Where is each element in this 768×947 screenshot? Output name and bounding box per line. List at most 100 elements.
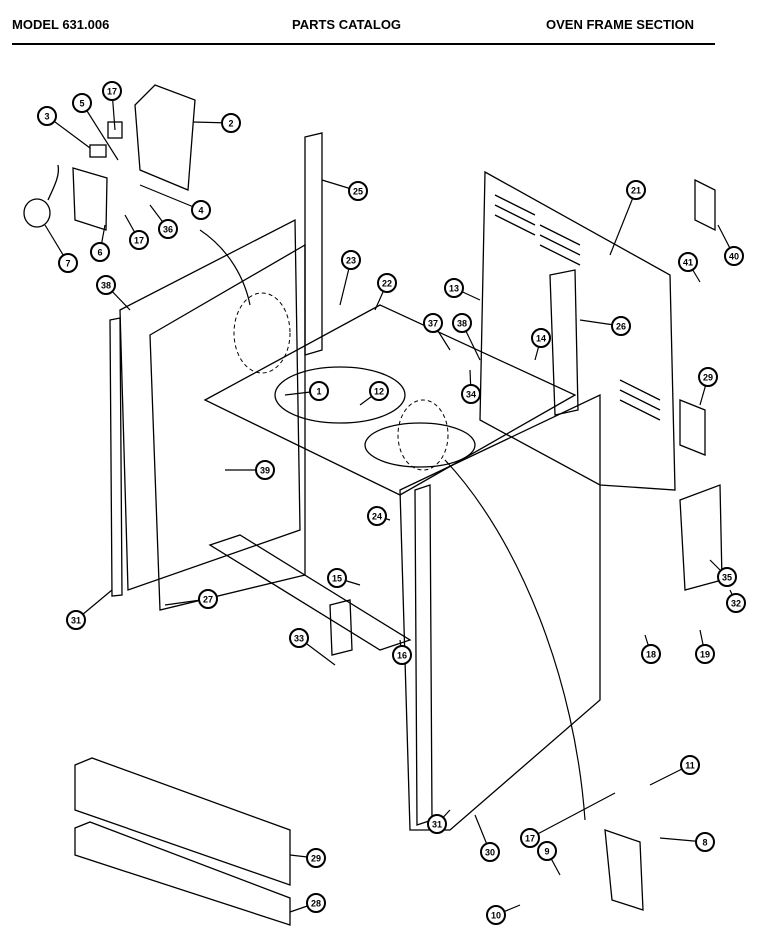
callout-number: 21 [631, 186, 641, 196]
callout-38: 38 [452, 313, 481, 361]
callout-number: 35 [722, 573, 732, 583]
callout-25: 25 [321, 179, 368, 201]
callout-circle [58, 253, 78, 273]
callout-13: 13 [444, 278, 481, 301]
bracket-8 [604, 829, 644, 911]
callout-26: 26 [579, 316, 631, 336]
catalog-title: PARTS CATALOG [292, 17, 402, 32]
callout-number: 29 [703, 373, 713, 383]
callout-circle [717, 567, 737, 587]
callout-4: 4 [139, 184, 211, 220]
callout-37: 37 [423, 313, 451, 351]
side-post-right [549, 269, 579, 416]
model-number: MODEL 631.006 [12, 17, 110, 32]
callout-circle [90, 242, 110, 262]
callout-23: 23 [339, 250, 361, 306]
callout-circle [680, 755, 700, 775]
callout-circle [309, 381, 329, 401]
callout-number: 38 [457, 319, 467, 329]
callout-number: 12 [374, 387, 384, 397]
callout-31: 31 [427, 809, 451, 834]
callout-32: 32 [726, 589, 746, 613]
access-plate [679, 399, 706, 456]
callout-circle [37, 106, 57, 126]
callout-34: 34 [461, 369, 481, 404]
callout-number: 10 [491, 911, 501, 921]
leader-line [81, 102, 119, 161]
callout-1: 1 [284, 381, 329, 401]
small-cover [694, 178, 716, 232]
callout-17: 17 [124, 214, 149, 250]
callout-number: 13 [449, 284, 459, 294]
callout-circle [520, 828, 540, 848]
callout-39: 39 [225, 460, 275, 480]
callout-circle [66, 610, 86, 630]
header-rule [12, 43, 715, 45]
callout-circle [486, 905, 506, 925]
right-cover [679, 484, 723, 591]
callout-number: 3 [44, 112, 49, 122]
callout-number: 16 [397, 651, 407, 661]
callout-number: 22 [382, 279, 392, 289]
callout-16: 16 [392, 639, 412, 665]
callout-circle [198, 589, 218, 609]
callout-5: 5 [72, 93, 119, 161]
callout-circle [724, 246, 744, 266]
callout-number: 17 [525, 834, 535, 844]
callout-41: 41 [678, 252, 701, 283]
callout-21: 21 [609, 180, 646, 256]
callout-number: 29 [311, 854, 321, 864]
motor [23, 198, 51, 228]
callout-circle [531, 328, 551, 348]
callout-number: 38 [101, 281, 111, 291]
callout-7: 7 [44, 224, 78, 273]
callout-circle [341, 250, 361, 270]
front-post [304, 132, 323, 356]
callout-40: 40 [717, 224, 744, 266]
callout-circle [158, 219, 178, 239]
callout-number: 2 [228, 119, 233, 129]
callout-number: 39 [260, 466, 270, 476]
callout-19: 19 [695, 629, 715, 664]
callout-number: 5 [79, 99, 84, 109]
callout-circle [221, 113, 241, 133]
callout-17: 17 [520, 792, 616, 848]
callout-circle [641, 644, 661, 664]
parts-drawing [23, 84, 723, 926]
callout-9: 9 [537, 841, 561, 876]
callout-circle [452, 313, 472, 333]
callout-number: 28 [311, 899, 321, 909]
callout-number: 33 [294, 634, 304, 644]
callout-number: 8 [702, 838, 707, 848]
callout-circle [695, 644, 715, 664]
callout-circle [72, 93, 92, 113]
section-title: OVEN FRAME SECTION [546, 17, 695, 32]
callout-circle [306, 893, 326, 913]
leader-line [529, 792, 616, 839]
callout-number: 40 [729, 252, 739, 262]
callout-circle [377, 273, 397, 293]
callout-circle [537, 841, 557, 861]
callout-12: 12 [359, 381, 389, 406]
callout-2: 2 [192, 113, 241, 133]
callout-8: 8 [659, 832, 715, 852]
callout-circle [698, 367, 718, 387]
kick-plate [74, 757, 291, 886]
callout-number: 19 [700, 650, 710, 660]
leader-line [609, 189, 637, 256]
callout-15: 15 [327, 568, 361, 588]
side-panel-left [119, 218, 301, 591]
callout-6: 6 [90, 224, 110, 262]
callout-circle [96, 275, 116, 295]
callout-circle [369, 381, 389, 401]
callout-31: 31 [66, 589, 113, 630]
callout-circle [611, 316, 631, 336]
callout-10: 10 [486, 904, 521, 925]
callout-number: 7 [65, 259, 70, 269]
callout-number: 27 [203, 595, 213, 605]
switch-bracket [72, 167, 108, 231]
callout-circle [461, 384, 481, 404]
front-frame [399, 393, 601, 831]
callout-33: 33 [289, 628, 336, 666]
